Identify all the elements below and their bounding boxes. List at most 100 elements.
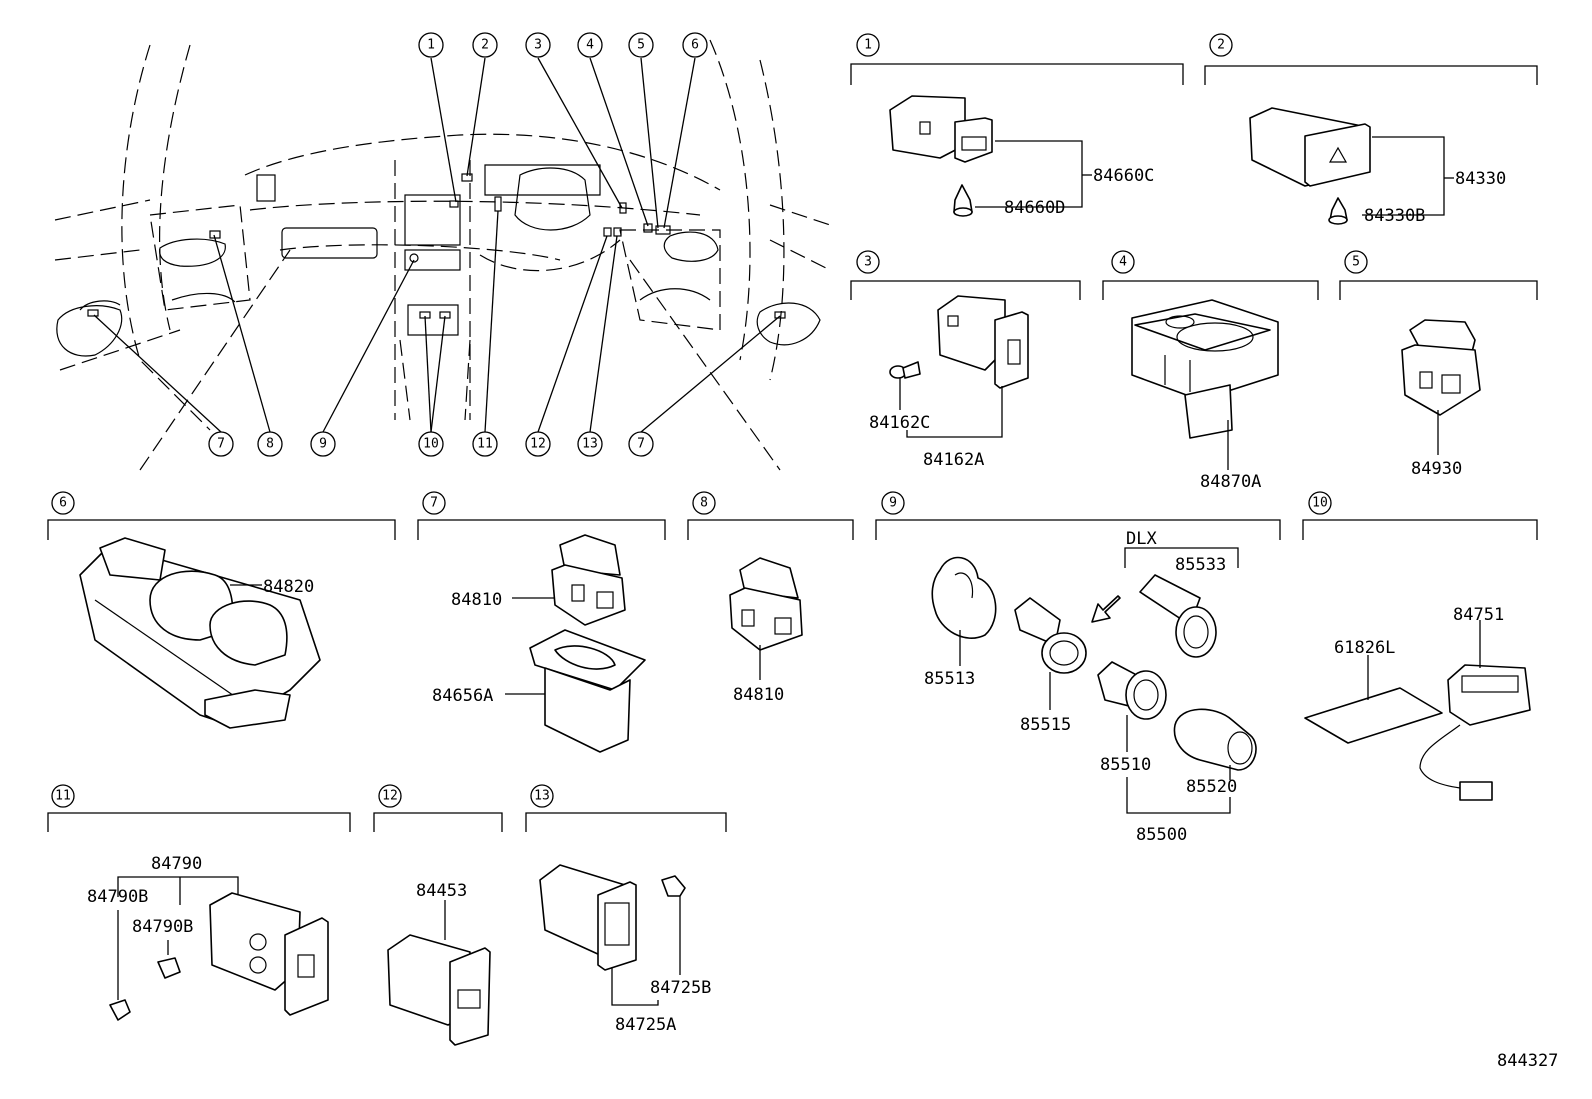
part-84453: 84453 <box>416 881 467 901</box>
socket-85533 <box>1139 574 1217 658</box>
group-6-callout <box>51 491 75 515</box>
part-85500: 85500 <box>1136 825 1187 845</box>
part-61826l: 61826L <box>1334 638 1395 658</box>
part-84790b-a: 84790B <box>87 887 148 907</box>
group-3-callout <box>856 250 880 274</box>
switch-84725a <box>539 864 637 971</box>
window-switch-84810-b <box>729 557 803 651</box>
group-7-callout <box>422 491 446 515</box>
socket-85510 <box>1097 661 1167 720</box>
part-84162a: 84162A <box>923 450 984 470</box>
overview-callout-number: 13 <box>582 437 598 452</box>
group-8-number: 8 <box>700 496 708 511</box>
window-switch-84810-a <box>551 534 626 626</box>
overview-callout-circle <box>310 431 336 457</box>
group-7-number: 7 <box>430 496 438 511</box>
overview-callout-number: 9 <box>319 437 327 452</box>
group-6: 6 84820 <box>47 491 396 729</box>
switch-84162a <box>937 295 1029 389</box>
overview-callout-circle <box>628 32 654 58</box>
overview-callout-number: 10 <box>423 437 439 452</box>
label-61826l <box>1304 687 1443 744</box>
overview-callout-circle <box>628 431 654 457</box>
dashboard-overview <box>54 39 831 471</box>
hazard-switch-84330 <box>1249 107 1371 187</box>
group-2-callout <box>1209 33 1233 57</box>
group-5-number: 5 <box>1352 255 1360 270</box>
group-8-callout <box>692 491 716 515</box>
group-2: 2 84330 84330B <box>1204 33 1538 226</box>
group-5: 5 84930 <box>1339 250 1538 479</box>
group-8: 8 84810 <box>687 491 854 705</box>
overview-callout-circle <box>257 431 283 457</box>
overview-callout-circle <box>472 431 498 457</box>
part-84162c: 84162C <box>869 413 930 433</box>
bulb-84330b <box>1328 197 1348 225</box>
part-84725b: 84725B <box>650 978 711 998</box>
overview-callout-number: 11 <box>477 437 493 452</box>
overview-callout-circle <box>577 431 603 457</box>
window-switch-84656a <box>529 629 646 753</box>
switch-84453 <box>387 934 491 1046</box>
overview-callout-circle <box>472 32 498 58</box>
group-10-callout <box>1308 491 1332 515</box>
overview-callout-circle <box>525 32 551 58</box>
group-4-number: 4 <box>1119 255 1127 270</box>
group-13-callout <box>530 784 554 808</box>
overview-callout-number: 4 <box>586 38 594 53</box>
group-6-number: 6 <box>59 496 67 511</box>
group-13-number: 13 <box>534 789 550 804</box>
group-7: 7 84810 84656A <box>417 491 666 753</box>
group-9: 9 DLX 85533 85513 85515 <box>875 491 1281 845</box>
group-1-number: 1 <box>864 38 872 53</box>
group-1-callout <box>856 33 880 57</box>
variant-dlx: DLX <box>1126 529 1157 549</box>
part-84810-a: 84810 <box>451 590 502 610</box>
part-84790: 84790 <box>151 854 202 874</box>
part-84930: 84930 <box>1411 459 1462 479</box>
part-84751: 84751 <box>1453 605 1504 625</box>
part-85533: 85533 <box>1175 555 1226 575</box>
mirror-switch-84870a <box>1131 299 1279 439</box>
part-84820: 84820 <box>263 577 314 597</box>
clock-84751 <box>1419 664 1531 801</box>
group-3: 3 84162C 84162A <box>850 250 1081 470</box>
overview-callout-number: 1 <box>427 38 435 53</box>
overview-callout-circle <box>682 32 708 58</box>
overview-callout-number: 7 <box>217 437 225 452</box>
part-84790b-b: 84790B <box>132 917 193 937</box>
overview-leader-lines <box>93 57 781 433</box>
overview-callout-number: 8 <box>266 437 274 452</box>
bulb-84790b-a <box>109 999 131 1021</box>
part-84810-b: 84810 <box>733 685 784 705</box>
part-84660d: 84660D <box>1004 198 1065 218</box>
part-85520: 85520 <box>1186 777 1237 797</box>
group-9-callout <box>881 491 905 515</box>
part-84725a: 84725A <box>615 1015 676 1035</box>
overview-callout-circle <box>208 431 234 457</box>
group-4: 4 84870A <box>1102 250 1319 492</box>
part-85513: 85513 <box>924 669 975 689</box>
overview-callout-circle <box>418 431 444 457</box>
part-84660c: 84660C <box>1093 166 1154 186</box>
bulb-84790b-b <box>157 957 181 979</box>
group-3-number: 3 <box>864 255 872 270</box>
install-direction-arrow-icon <box>1091 595 1121 623</box>
group-12-number: 12 <box>382 789 398 804</box>
overview-callout-circle <box>418 32 444 58</box>
group-13: 13 84725B 84725A <box>525 784 727 1035</box>
group-11: 11 84790 84790B 84790B <box>47 784 351 1021</box>
switch-84930 <box>1401 319 1481 416</box>
overview-callout-number: 7 <box>637 437 645 452</box>
overview-callout-number: 6 <box>691 38 699 53</box>
bulb-84725b <box>661 875 686 897</box>
part-84330b: 84330B <box>1364 206 1425 226</box>
group-10-number: 10 <box>1312 496 1328 511</box>
group-11-callout <box>51 784 75 808</box>
group-9-number: 9 <box>889 496 897 511</box>
part-85515: 85515 <box>1020 715 1071 735</box>
group-12-callout <box>378 784 402 808</box>
hazard-triangle-icon <box>1328 146 1348 163</box>
